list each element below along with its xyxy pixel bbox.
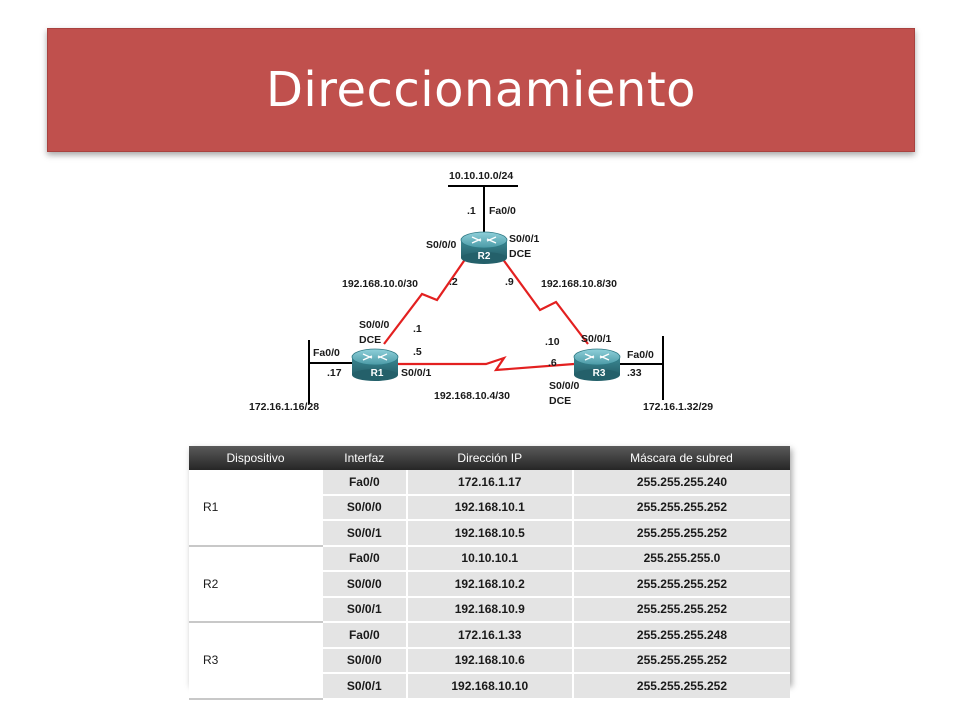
label-lan-r1: 172.16.1.16/28 [249,401,319,413]
router-r2[interactable]: R2 [460,231,508,264]
ip-cell: 172.16.1.17 [405,470,573,496]
label-r2-fa: Fa0/0 [489,205,516,217]
serial-link-r1-r2 [383,257,467,345]
label-lan-r3: 172.16.1.32/29 [643,401,713,413]
interface-cell: Fa0/0 [321,545,407,572]
serial-link-r2-r3 [501,257,589,345]
router-r3[interactable]: R3 [573,348,621,381]
ip-cell: 192.168.10.10 [405,673,573,700]
table-row: R2 Fa0/0 10.10.10.1 255.255.255.0 [189,545,790,623]
lan-segments [308,185,664,404]
interface-cell: S0/0/1 [321,596,407,623]
interface-cell: S0/0/0 [321,647,407,674]
header-interface: Interfaz [322,446,407,470]
ip-cell: 192.168.10.2 [405,571,573,598]
device-cell-r1: R1 [189,470,322,547]
serial-links [383,257,589,372]
ip-cell: 192.168.10.5 [405,520,573,547]
mask-cell: 255.255.255.252 [571,673,790,700]
table-row: R1 Fa0/0 172.16.1.17 255.255.255.240 [189,470,790,547]
label-link-r1r2: 192.168.10.0/30 [342,278,418,290]
router-r1-name: R1 [371,368,384,379]
ip-cell: 192.168.10.6 [405,647,573,674]
label-r1-s001: S0/0/1 [401,367,432,379]
label-r2-dce: DCE [509,248,531,260]
label-r1-s000-host: .1 [413,323,422,335]
label-r3-s001-host: .10 [545,336,560,348]
mask-cell: 255.255.255.252 [571,494,790,521]
table-row: S0/0/0 192.168.10.2 255.255.255.252 [189,571,790,598]
label-r3-fa-host: .33 [627,367,642,379]
device-cell-r3: R3 [189,622,322,700]
label-r2-right-host: .9 [505,276,514,288]
table-row: S0/0/0 192.168.10.1 255.255.255.252 [189,494,790,521]
interface-cell: S0/0/0 [321,571,407,598]
table-row: S0/0/1 192.168.10.5 255.255.255.252 [189,520,790,547]
label-r1-s000: S0/0/0 [359,319,390,331]
mask-cell: 255.255.255.252 [571,596,790,623]
interface-cell: S0/0/0 [321,494,407,521]
addressing-table: Dispositivo Interfaz Dirección IP Máscar… [189,446,790,700]
table-row: S0/0/1 192.168.10.10 255.255.255.252 [189,673,790,700]
interface-cell: S0/0/1 [321,520,407,547]
label-r2-fa-host: .1 [467,205,476,217]
mask-cell: 255.255.255.0 [571,545,790,572]
ip-cell: 10.10.10.1 [405,545,573,572]
label-r1-fa: Fa0/0 [313,347,340,359]
ip-cell: 172.16.1.33 [405,622,573,649]
mask-cell: 255.255.255.252 [571,647,790,674]
addressing-table-container: Dispositivo Interfaz Dirección IP Máscar… [189,446,790,700]
header-subnet-mask: Máscara de subred [572,446,790,470]
label-link-r2r3: 192.168.10.8/30 [541,278,617,290]
ip-cell: 192.168.10.1 [405,494,573,521]
network-topology-diagram: R2 R1 R3 10.10.10.0/24 .1 Fa0/0 S0/0/0 S… [249,170,713,413]
label-r2-s000: S0/0/0 [426,239,457,251]
label-r1-s001-host: .5 [413,346,422,358]
label-r2-s001: S0/0/1 [509,233,540,245]
table-row: S0/0/0 192.168.10.6 255.255.255.252 [189,647,790,674]
label-r1-fa-host: .17 [327,367,342,379]
router-r3-name: R3 [593,368,606,379]
title-banner: Direccionamiento [47,28,915,152]
mask-cell: 255.255.255.240 [571,470,790,496]
router-r2-name: R2 [478,251,491,262]
header-device: Dispositivo [189,446,322,470]
header-ip-address: Dirección IP [406,446,573,470]
label-lan-r2: 10.10.10.0/24 [449,170,513,182]
label-r1-dce: DCE [359,334,381,346]
interface-cell: Fa0/0 [321,470,407,496]
serial-link-r1-r3 [398,355,575,372]
label-r3-s001: S0/0/1 [581,333,612,345]
interface-cell: Fa0/0 [321,622,407,649]
table-row: R3 Fa0/0 172.16.1.33 255.255.255.248 [189,622,790,700]
label-r3-dce: DCE [549,395,571,407]
label-r3-s000-host: .6 [548,357,557,369]
table-row: S0/0/1 192.168.10.9 255.255.255.252 [189,596,790,623]
interface-cell: S0/0/1 [321,673,407,700]
table-header-row: Dispositivo Interfaz Dirección IP Máscar… [189,446,790,470]
mask-cell: 255.255.255.252 [571,571,790,598]
mask-cell: 255.255.255.252 [571,520,790,547]
label-link-r1r3: 192.168.10.4/30 [434,390,510,402]
device-cell-r2: R2 [189,545,322,623]
ip-cell: 192.168.10.9 [405,596,573,623]
topology-labels: 10.10.10.0/24 .1 Fa0/0 S0/0/0 S0/0/1 DCE… [249,170,713,413]
mask-cell: 255.255.255.248 [571,622,790,649]
router-r1[interactable]: R1 [351,348,399,381]
slide-title: Direccionamiento [265,62,697,118]
label-r3-s000: S0/0/0 [549,380,580,392]
label-r2-left-host: .2 [449,276,458,288]
label-r3-fa: Fa0/0 [627,349,654,361]
